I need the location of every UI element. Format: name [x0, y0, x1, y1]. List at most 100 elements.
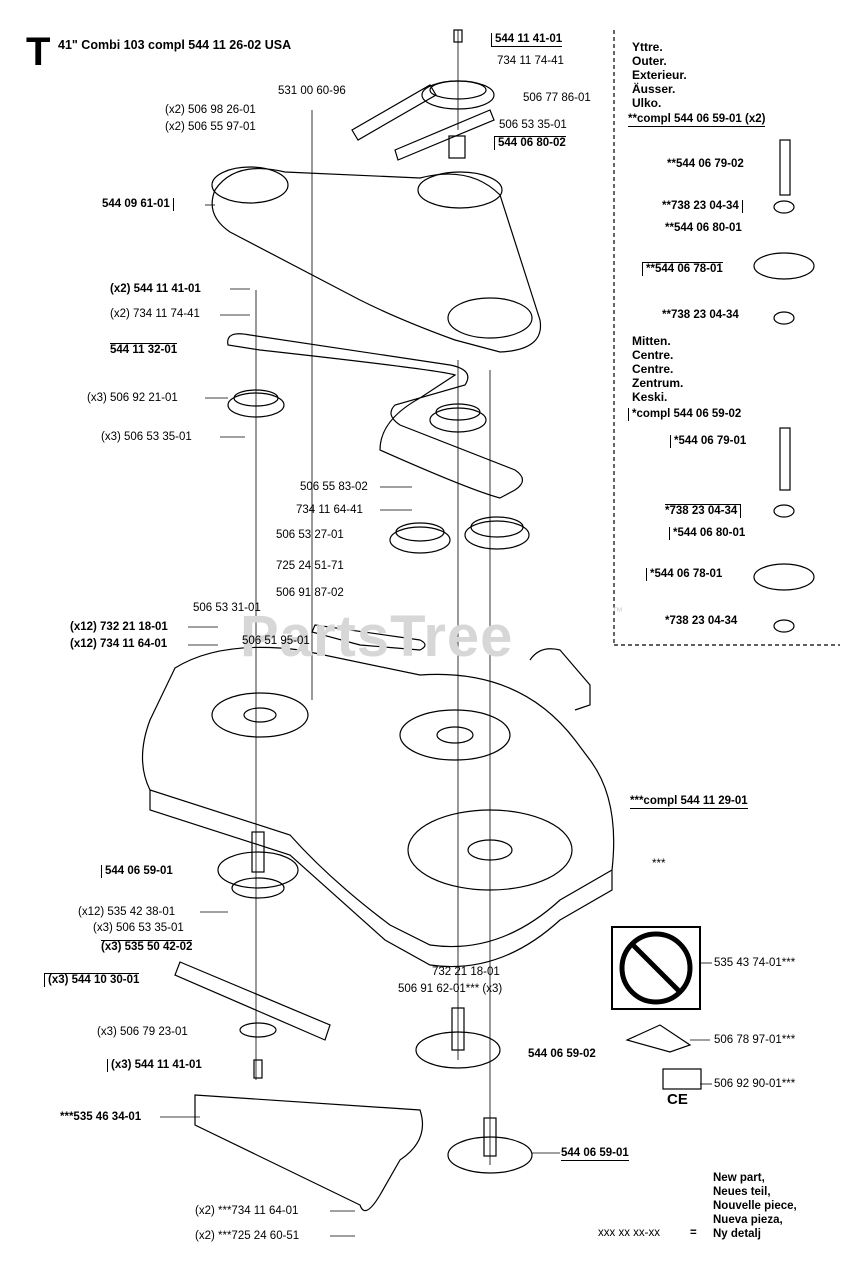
legend-equals: = [690, 1227, 697, 1239]
part-label[interactable]: (x2) ***725 24 60-51 [195, 1230, 300, 1242]
part-label[interactable]: (x2) 506 98 26-01 [165, 104, 256, 116]
part-label[interactable]: (x3) 506 92 21-01 [87, 392, 178, 404]
page-section-letter: T [26, 30, 51, 74]
sidebar-center-assembly[interactable]: *compl 544 06 59-02 [628, 408, 741, 421]
center-lang-line: Mitten. [632, 334, 671, 348]
center-lang-line: Centre. [632, 348, 674, 362]
center-spindle-housing [753, 563, 815, 591]
part-label[interactable]: 506 78 97-01*** [714, 1034, 796, 1046]
part-label[interactable]: 506 91 62-01*** (x3) [398, 983, 503, 995]
part-label[interactable]: 506 53 31-01 [193, 602, 261, 614]
discharge-deflector [194, 1094, 424, 1212]
outer-spindle-shaft [779, 139, 791, 196]
legend-line: New part, [713, 1172, 765, 1184]
deck-spindle-opening-left [211, 692, 309, 738]
part-label[interactable]: (x12) 734 11 64-01 [70, 638, 168, 650]
outer-lang-line: Ulko. [632, 96, 662, 110]
spacer-sleeve [448, 135, 466, 159]
blade-bolt [253, 1059, 263, 1079]
part-label[interactable]: (x3) 506 79 23-01 [97, 1026, 188, 1038]
part-label[interactable]: (x3) 506 53 35-01 [93, 922, 184, 934]
center-part-nut-lower[interactable]: *738 23 04-34 [665, 615, 738, 627]
legend-text: New part, Neues teil, Nouvelle piece, Nu… [713, 1171, 797, 1241]
center-spindle-shaft [779, 427, 791, 491]
watermark-trademark: ™ [612, 606, 623, 618]
part-label[interactable]: (x2) 506 55 97-01 [165, 121, 256, 133]
center-part-nut[interactable]: *738 23 04-34 [665, 504, 742, 518]
part-label[interactable]: 506 53 35-01 [499, 119, 567, 131]
part-label[interactable]: 506 77 86-01 [523, 92, 591, 104]
part-label[interactable]: 506 92 90-01*** [714, 1078, 796, 1090]
part-label[interactable]: 732 21 18-01 [432, 966, 500, 978]
outer-part-housing[interactable]: **544 06 78-01 [642, 262, 723, 276]
deck-spindle-opening-center [399, 709, 511, 761]
mower-deck [141, 646, 615, 948]
drive-belt [227, 333, 524, 499]
belt-strip-left [351, 84, 437, 141]
outer-spindle-housing [753, 252, 815, 280]
part-label[interactable]: 544 11 41-01 [491, 33, 563, 47]
part-label[interactable]: (x2) 544 11 41-01 [110, 283, 201, 295]
part-label[interactable]: 531 00 60-96 [278, 85, 346, 97]
center-lang-line: Zentrum. [632, 376, 684, 390]
sidebar-outer-heading: Yttre. Outer. Exterieur. Äusser. Ulko. [632, 40, 687, 110]
outer-part-washer[interactable]: **544 06 80-01 [665, 222, 742, 234]
center-part-washer[interactable]: *544 06 80-01 [669, 527, 745, 540]
spindle-assembly-left [217, 851, 299, 889]
belt-guard-cover [211, 167, 542, 353]
part-label[interactable]: 544 06 59-01 [561, 1147, 629, 1161]
part-label[interactable]: (x2) ***734 11 64-01 [195, 1205, 299, 1217]
part-label[interactable]: 506 53 27-01 [276, 529, 344, 541]
manual-icon [662, 1068, 702, 1090]
idler-pulley-lower [389, 526, 451, 554]
decal-bracket [625, 1024, 692, 1053]
part-label[interactable]: (x3) 544 10 30-01 [44, 973, 140, 987]
idler-arm [311, 624, 426, 651]
part-label[interactable]: (x2) 734 11 74-41 [110, 308, 200, 320]
part-label[interactable]: 535 43 74-01*** [714, 957, 796, 969]
spindle-pulley-right [464, 520, 530, 550]
outer-lang-line: Outer. [632, 54, 667, 68]
center-part-shaft[interactable]: *544 06 79-01 [670, 435, 746, 448]
sidebar-center-heading: Mitten. Centre. Centre. Zentrum. Keski. [632, 334, 683, 404]
part-label[interactable]: (x12) 535 42 38-01 [78, 906, 176, 918]
page-title: 41" Combi 103 compl 544 11 26-02 USA [58, 38, 292, 52]
legend-code: xxx xx xx-xx [598, 1227, 660, 1239]
part-label[interactable]: (x3) 544 11 41-01 [107, 1059, 202, 1072]
part-label[interactable]: 544 06 59-02 [528, 1048, 596, 1060]
part-label[interactable]: 506 51 95-01 [242, 635, 310, 647]
legend-line: Ny detalj [713, 1228, 761, 1240]
legend-line: Nouvelle piece, [713, 1200, 797, 1212]
part-label[interactable]: 544 06 59-01 [101, 865, 173, 878]
part-label[interactable]: 725 24 51-71 [276, 560, 344, 572]
outer-part-shaft[interactable]: **544 06 79-02 [667, 158, 744, 170]
part-label[interactable]: ***535 46 34-01 [60, 1111, 142, 1123]
part-label[interactable]: 544 11 32-01 [110, 343, 178, 356]
guard-pulley-opening [417, 171, 503, 209]
mower-blade [174, 961, 331, 1041]
part-label[interactable]: (x3) 506 53 35-01 [101, 431, 192, 443]
deck-handle [529, 648, 591, 711]
part-label[interactable]: 734 11 64-41 [296, 504, 363, 516]
ce-mark: CE [667, 1091, 688, 1108]
outer-part-nut-lower[interactable]: **738 23 04-34 [662, 309, 739, 321]
belt-strip-right [394, 109, 495, 161]
part-label[interactable]: (x12) 732 21 18-01 [70, 621, 168, 633]
part-label[interactable]: 734 11 74-41 [497, 55, 564, 67]
outer-lang-line: Yttre. [632, 40, 663, 54]
part-label[interactable]: ***compl 544 11 29-01 [630, 795, 748, 809]
part-label: *** [652, 858, 666, 870]
part-label[interactable]: 506 55 83-02 [300, 481, 368, 493]
part-label[interactable]: (x3) 535 50 42-02 [101, 940, 193, 953]
part-label[interactable]: 544 09 61-01 [102, 198, 174, 211]
outer-part-nut[interactable]: **738 23 04-34 [662, 200, 743, 213]
center-lang-line: Keski. [632, 390, 668, 404]
watermark-text: PartsTree [240, 604, 514, 669]
center-part-housing[interactable]: *544 06 78-01 [646, 568, 722, 581]
outer-lang-line: Äusser. [632, 82, 676, 96]
part-label[interactable]: 506 91 87-02 [276, 587, 344, 599]
sidebar-outer-assembly[interactable]: **compl 544 06 59-01 (x2) [628, 113, 766, 127]
part-label[interactable]: 544 06 80-02 [494, 136, 566, 150]
